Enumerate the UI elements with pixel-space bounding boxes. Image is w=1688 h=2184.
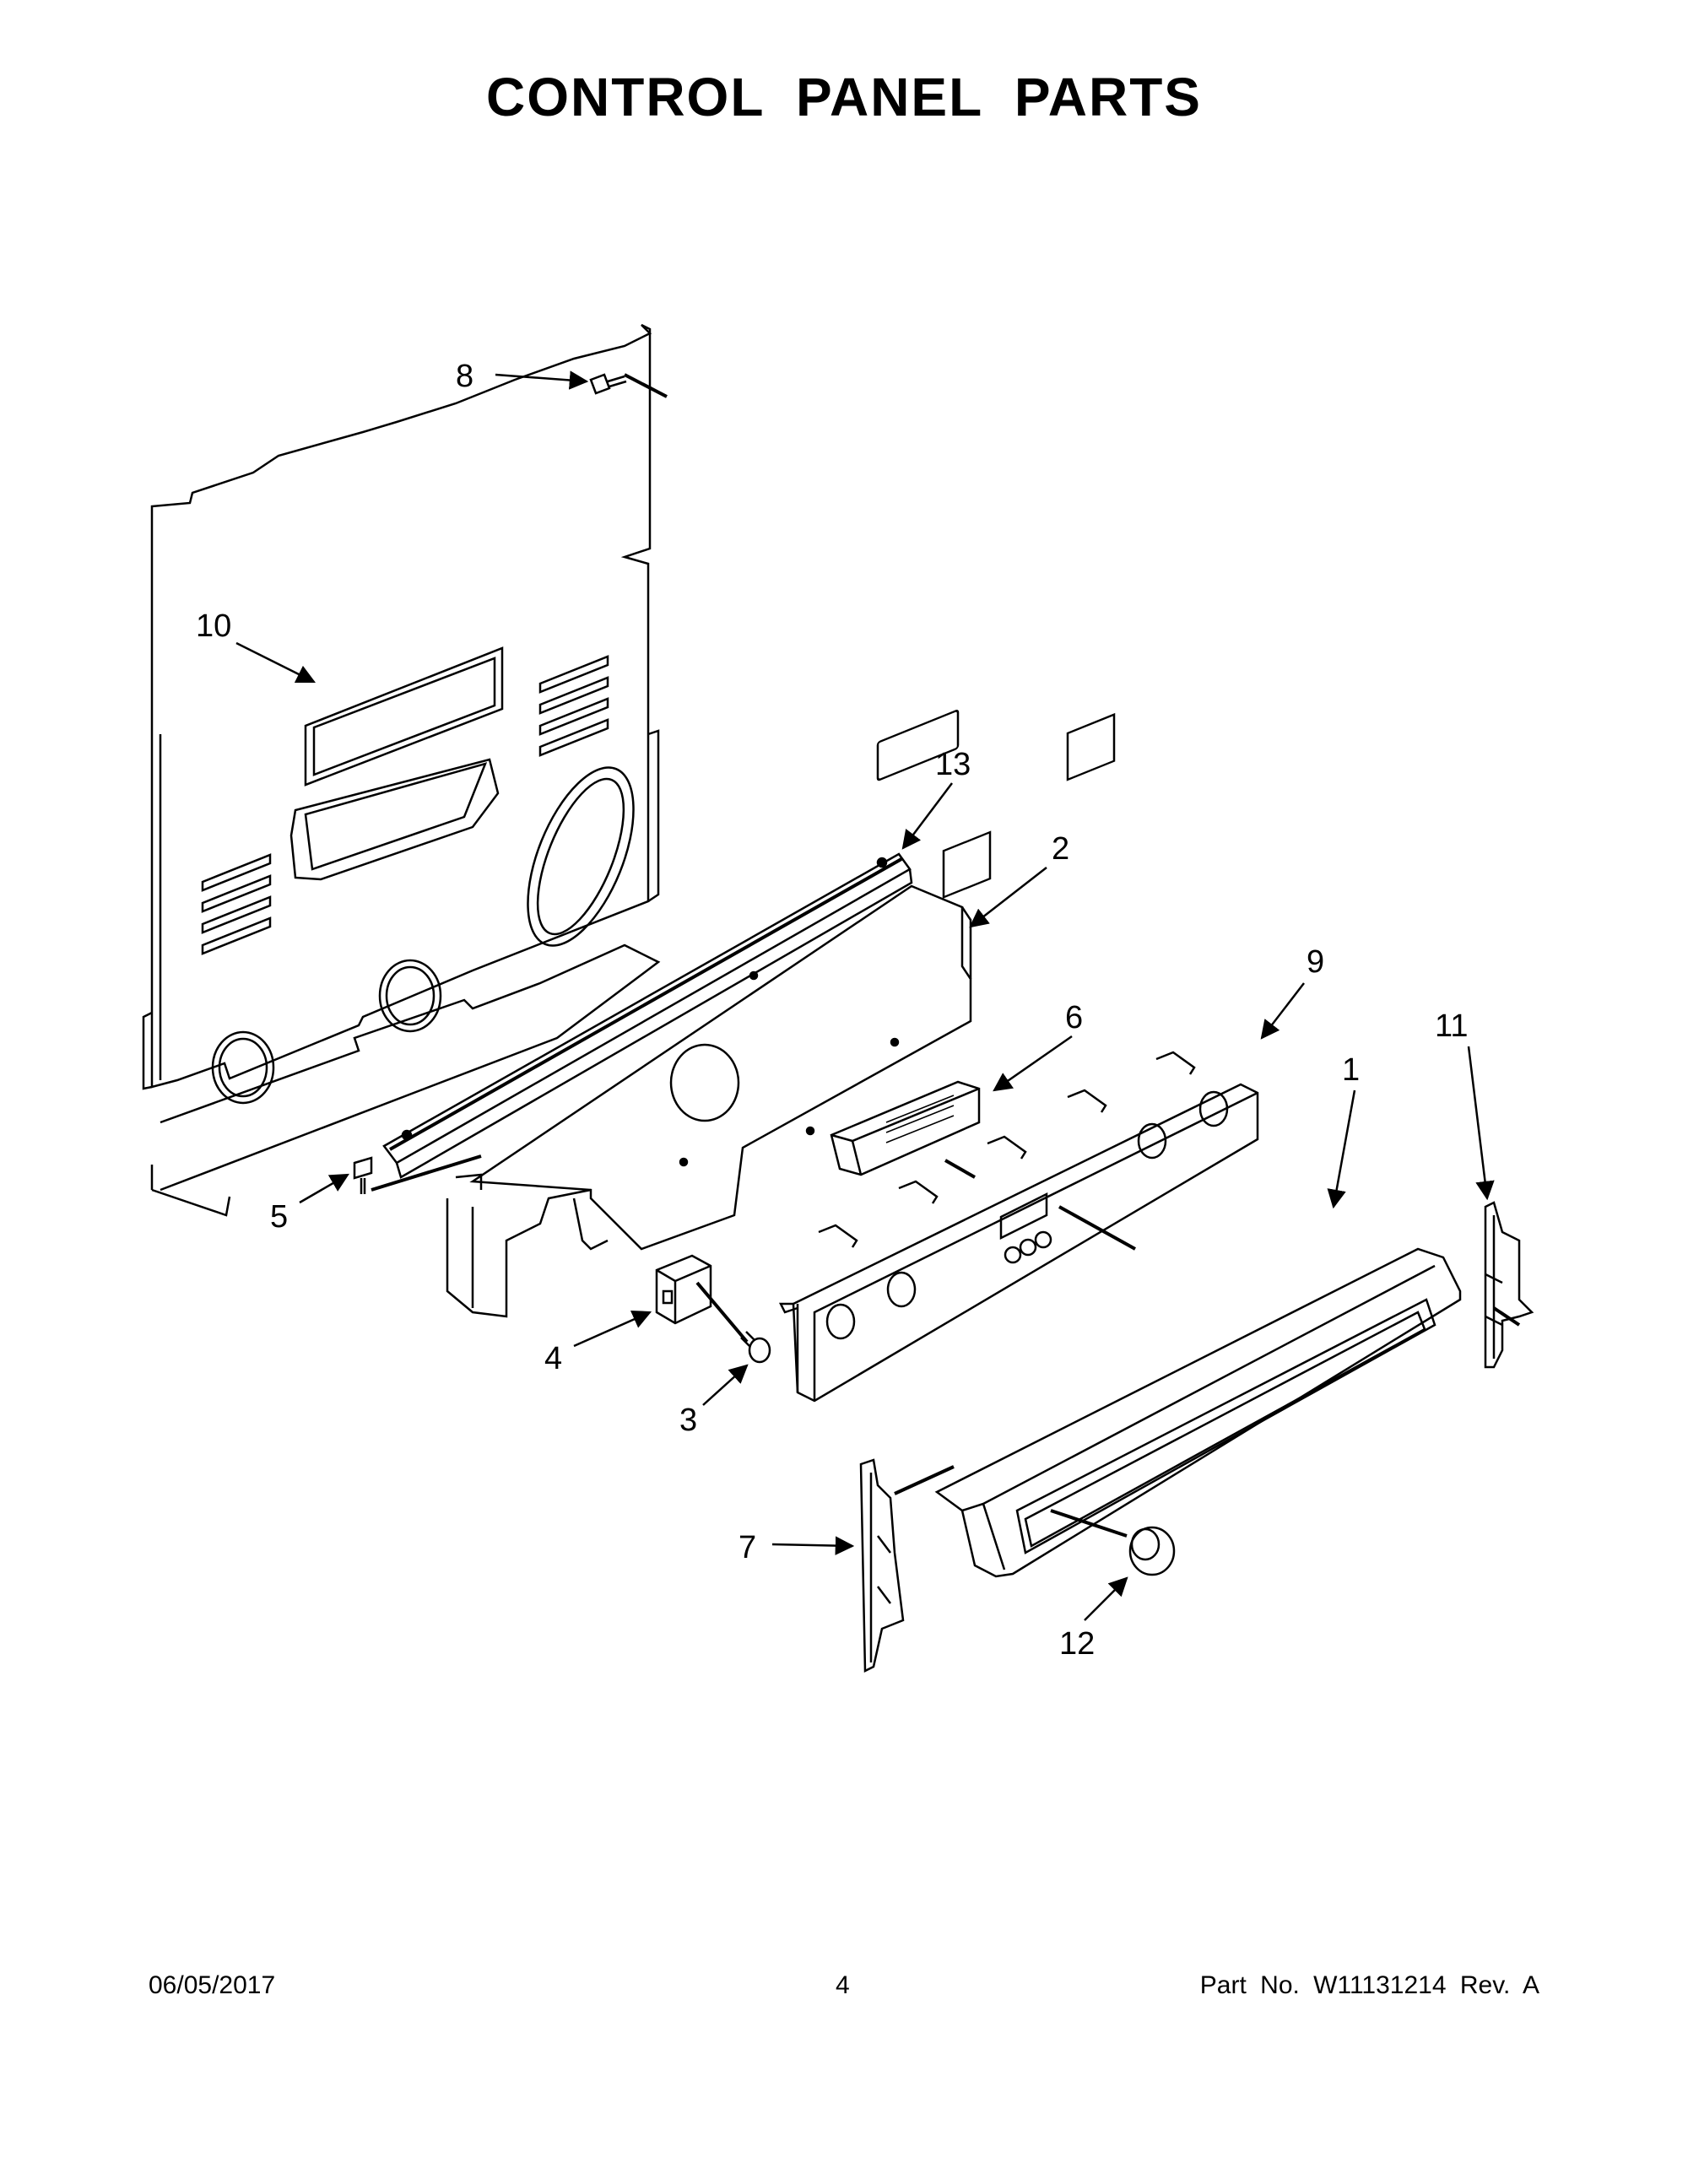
callout-8: 8 [456,359,473,394]
switch-part-4 [655,1254,712,1325]
callout-11: 11 [1435,1008,1468,1044]
end-cap-right-part-11 [1484,1201,1534,1369]
assembly-guide-lines [371,373,1521,1538]
footer-page-number: 4 [836,1971,850,1999]
callout-7: 7 [738,1530,756,1565]
page-title: CONTROL PANEL PARTS [486,67,1202,127]
callout-10: 10 [196,608,231,644]
trim-frame-part-1 [934,1247,1462,1578]
callout-1: 1 [1342,1052,1360,1088]
rear-panel-part-10 [142,323,661,1217]
callout-labels: 8 10 13 2 9 6 1 11 5 4 3 7 12 [196,359,1468,1662]
channel-strip-part-13 [382,852,913,1179]
knob-part-12 [1128,1526,1176,1576]
end-cap-left-part-7 [859,1458,905,1673]
callout-13: 13 [935,747,971,782]
callout-2: 2 [1052,831,1069,867]
footer-part-number: Part No. W11131214 Rev. A [1199,1971,1539,1999]
footer-date: 06/05/2017 [149,1971,276,1999]
callout-9: 9 [1307,944,1324,980]
callout-arrows [235,370,1495,1621]
screw-part-3 [740,1331,771,1364]
screw-part-5 [353,1156,373,1194]
callout-6: 6 [1065,1000,1083,1035]
control-bracket-part-2 [446,884,972,1318]
control-board-part-6 [830,710,981,1176]
screw-part-8 [589,373,627,395]
callout-4: 4 [544,1341,562,1376]
control-panel-face-part-9 [778,712,1259,1403]
callout-12: 12 [1059,1626,1095,1662]
callout-5: 5 [270,1199,288,1235]
callout-3: 3 [679,1403,697,1438]
